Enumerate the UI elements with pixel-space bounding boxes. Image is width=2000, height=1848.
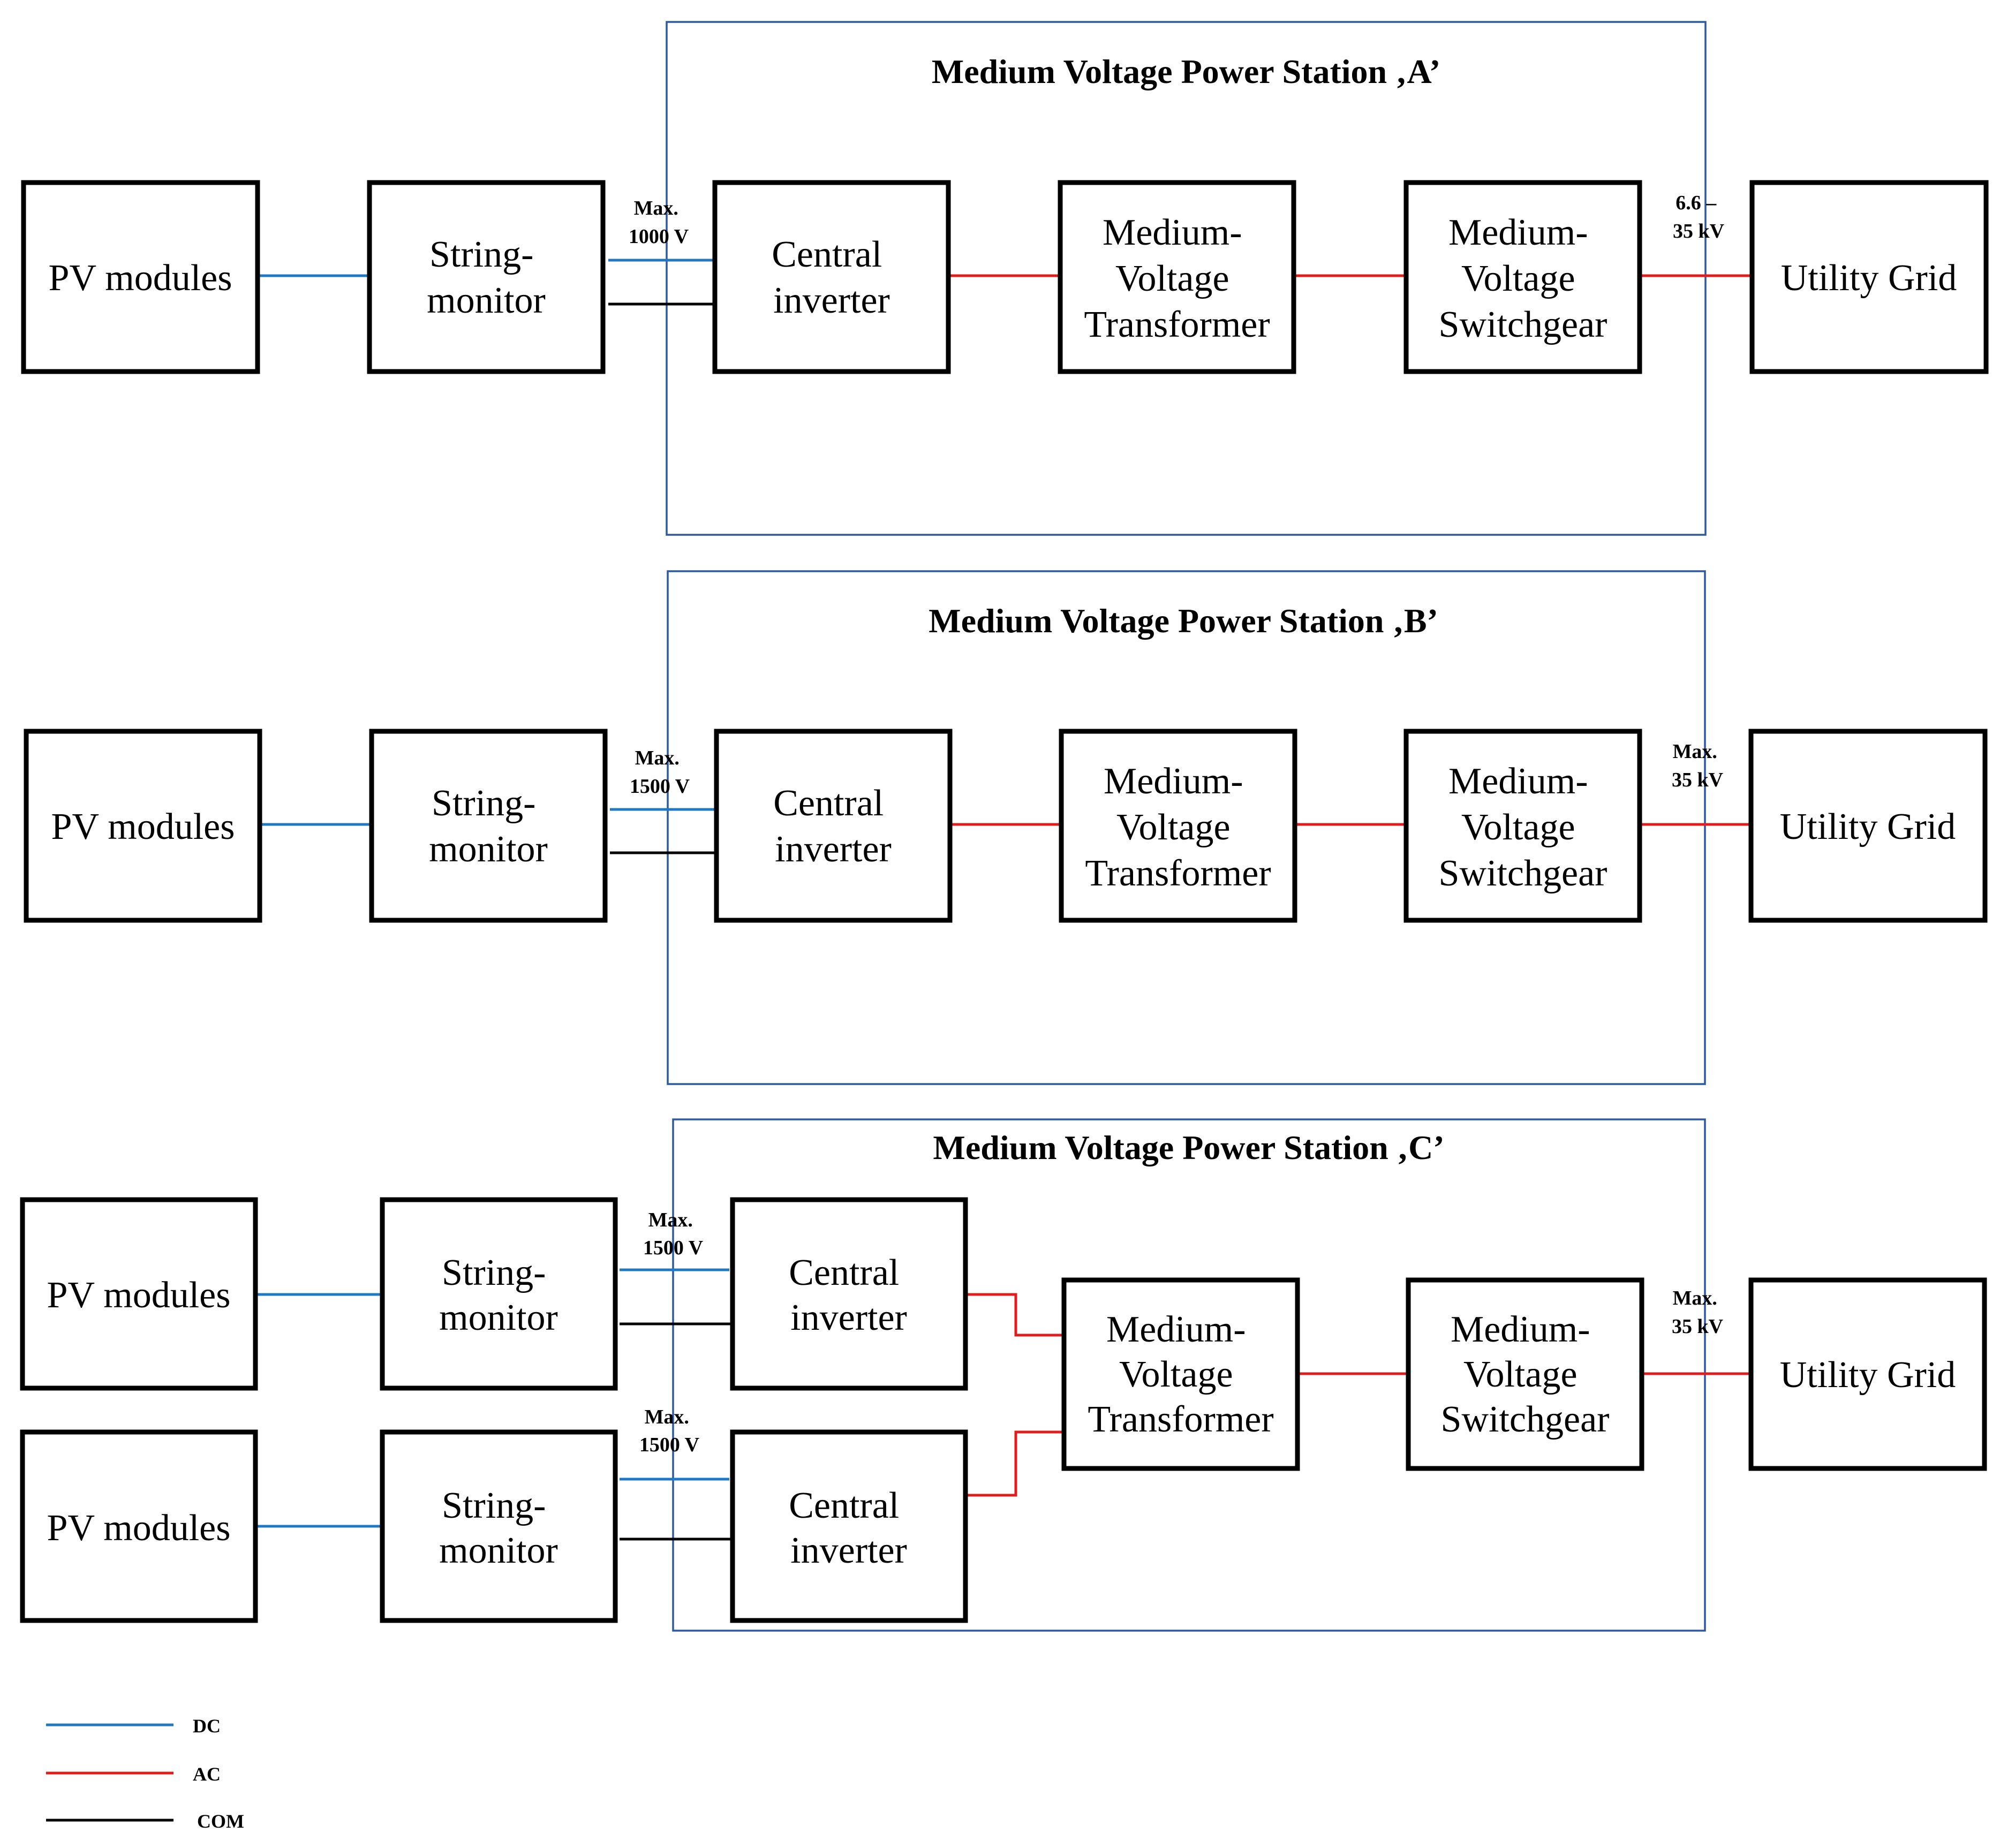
- utility-grid-label: Utility Grid: [1780, 806, 1956, 847]
- pv-modules-box: [21, 180, 260, 374]
- station-c: Medium Voltage Power Station ‚C’ PV modu…: [20, 1118, 1987, 1632]
- legend: DC AC COM: [46, 1715, 244, 1832]
- pv-modules-box: [20, 1197, 258, 1391]
- utility-grid-box: [1748, 1277, 1987, 1471]
- mv-transformer-box: [1061, 1277, 1300, 1471]
- central-inverter-box: [712, 180, 951, 374]
- station-a: Medium Voltage Power Station ‚A’ PV modu…: [21, 21, 1989, 536]
- central-inverter-label: Central inverter: [789, 1252, 909, 1338]
- ac-wire: [965, 1293, 1064, 1337]
- station-a-frame: [666, 21, 1707, 536]
- mv-transformer-label: Medium- Voltage Transformer: [1085, 761, 1271, 894]
- legend-com-label: COM: [197, 1811, 244, 1832]
- pv-modules-label: PV modules: [47, 1508, 231, 1549]
- mv-switchgear-box: [1403, 180, 1642, 374]
- grid-voltage-label: Max. 35 kV: [1672, 740, 1724, 791]
- pv-modules-label: PV modules: [51, 806, 235, 847]
- mv-transformer-label: Medium- Voltage Transformer: [1088, 1309, 1273, 1440]
- ac-wire: [965, 1430, 1064, 1497]
- mv-transformer-label: Medium- Voltage Transformer: [1084, 212, 1270, 345]
- string-monitor-box: [380, 1197, 618, 1391]
- pv-modules-box: [20, 1429, 258, 1623]
- station-a-title: Medium Voltage Power Station ‚A’: [932, 52, 1440, 90]
- utility-grid-box: [1748, 729, 1988, 923]
- string-monitor-label: String- monitor: [439, 1252, 558, 1338]
- central-inverter-box: [714, 729, 953, 923]
- dc-voltage-label: Max. 1000 V: [629, 197, 689, 248]
- grid-voltage-label: Max. 35 kV: [1672, 1287, 1724, 1338]
- station-b: Medium Voltage Power Station ‚B’ PV modu…: [24, 570, 1988, 1085]
- mv-transformer-box: [1059, 729, 1297, 923]
- mv-switchgear-box: [1403, 729, 1642, 923]
- grid-voltage-label: 6.6 – 35 kV: [1673, 192, 1725, 243]
- legend-ac-label: AC: [193, 1763, 221, 1785]
- central-inverter-box: [730, 1429, 968, 1623]
- central-inverter-label: Central inverter: [772, 234, 892, 321]
- string-monitor-box: [380, 1429, 618, 1623]
- central-inverter-box: [730, 1197, 968, 1391]
- pv-modules-box: [24, 729, 262, 923]
- mv-transformer-box: [1058, 180, 1296, 374]
- central-inverter-label: Central inverter: [789, 1485, 909, 1571]
- mv-switchgear-box: [1406, 1277, 1644, 1471]
- mv-switchgear-label: Medium- Voltage Switchgear: [1439, 761, 1607, 894]
- string-monitor-box: [369, 729, 608, 923]
- dc-voltage-label: Max. 1500 V: [639, 1406, 700, 1456]
- central-inverter-label: Central inverter: [773, 783, 893, 870]
- station-b-title: Medium Voltage Power Station ‚B’: [929, 602, 1438, 640]
- dc-voltage-label: Max. 1500 V: [643, 1209, 704, 1259]
- pv-modules-label: PV modules: [49, 257, 232, 299]
- dc-voltage-label: Max. 1500 V: [630, 747, 690, 798]
- utility-grid-box: [1749, 180, 1989, 374]
- utility-grid-label: Utility Grid: [1781, 257, 1957, 299]
- utility-grid-label: Utility Grid: [1780, 1354, 1956, 1396]
- string-monitor-label: String- monitor: [439, 1485, 558, 1571]
- station-c-title: Medium Voltage Power Station ‚C’: [933, 1129, 1444, 1167]
- string-monitor-label: String- monitor: [429, 783, 548, 870]
- pv-modules-label: PV modules: [47, 1275, 231, 1316]
- station-b-frame: [667, 570, 1706, 1085]
- mv-switchgear-label: Medium- Voltage Switchgear: [1441, 1309, 1610, 1440]
- string-monitor-label: String- monitor: [427, 234, 546, 321]
- mv-switchgear-label: Medium- Voltage Switchgear: [1439, 212, 1607, 345]
- legend-dc-label: DC: [193, 1715, 221, 1737]
- string-monitor-box: [367, 180, 606, 374]
